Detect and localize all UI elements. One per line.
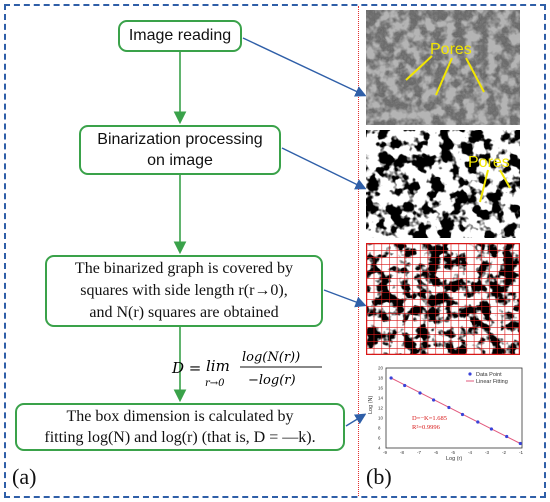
data-point bbox=[389, 376, 393, 380]
panel-divider bbox=[358, 6, 359, 496]
panel-label-a: (a) bbox=[12, 464, 37, 489]
binary-image: Pores bbox=[366, 130, 520, 238]
data-point bbox=[489, 427, 493, 431]
x-tick-label: -8 bbox=[400, 450, 404, 455]
sem-pore-arrow-2 bbox=[435, 57, 453, 96]
x-tick-label: -6 bbox=[434, 450, 438, 455]
legend-line-label: Linear Fitting bbox=[476, 379, 508, 385]
arrow-to-sem bbox=[242, 37, 367, 97]
y-tick-label: 4 bbox=[378, 446, 381, 451]
data-point bbox=[432, 398, 436, 402]
step2-line2: on image bbox=[147, 152, 213, 169]
outer-frame bbox=[4, 4, 546, 498]
arrow-to-grid bbox=[323, 289, 367, 308]
data-point bbox=[460, 412, 465, 417]
data-point bbox=[505, 434, 509, 439]
y-tick-label: 6 bbox=[378, 436, 381, 441]
fit-plot-ticks: -9 -8 -7 -6 -5 -4 -3 -2 -1 4 6 8 10 12 14 16 18 20 bbox=[378, 366, 523, 456]
formula-lhs: D = bbox=[171, 359, 201, 377]
y-tick-label: 14 bbox=[378, 396, 384, 401]
sem-pore-arrow-1 bbox=[405, 55, 433, 81]
step-box-dimension: The box dimension is calculated by fitti… bbox=[15, 403, 345, 451]
step4-line2: fitting log(N) and log(r) (that is, D = … bbox=[44, 429, 316, 446]
binary-pore-arrow-2 bbox=[499, 169, 511, 189]
panel-label-b: (b) bbox=[366, 464, 392, 489]
plot-area bbox=[385, 367, 523, 449]
step2-line1: Binarization processing bbox=[97, 131, 263, 148]
data-point bbox=[518, 441, 522, 446]
step3-line2: squares with side length r(r→0), bbox=[80, 282, 288, 299]
sem-pores-label: Pores bbox=[430, 41, 472, 58]
y-tick-label: 10 bbox=[378, 416, 384, 421]
formula-denominator: −log(r) bbox=[248, 373, 296, 388]
legend-point-label: Data Point bbox=[476, 372, 502, 378]
linear-fit-line bbox=[390, 377, 521, 444]
step-binarization: Binarization processing on image bbox=[79, 125, 281, 175]
x-tick-label: -7 bbox=[417, 450, 421, 455]
step4-line1: The box dimension is calculated by bbox=[66, 408, 294, 425]
y-tick-label: 18 bbox=[378, 376, 384, 381]
fit-plot-points bbox=[389, 376, 522, 446]
x-tick-label: -9 bbox=[383, 450, 387, 455]
data-point bbox=[418, 391, 422, 395]
fit-plot: -9 -8 -7 -6 -5 -4 -3 -2 -1 4 6 8 10 12 14 16 18 20 Data P… bbox=[366, 362, 530, 462]
arrow-to-binary bbox=[281, 147, 367, 190]
y-tick-label: 8 bbox=[378, 426, 381, 431]
x-tick-label: -2 bbox=[502, 450, 506, 455]
data-point bbox=[476, 420, 480, 424]
x-tick-label: -1 bbox=[519, 450, 523, 455]
data-point bbox=[447, 405, 451, 410]
y-tick-label: 12 bbox=[378, 406, 384, 411]
x-tick-label: -3 bbox=[485, 450, 489, 455]
legend-point-marker bbox=[468, 372, 472, 376]
x-tick-label: -5 bbox=[451, 450, 455, 455]
x-tick-label: -4 bbox=[468, 450, 472, 455]
formula-numerator: log(N(r)) bbox=[242, 350, 300, 365]
step-image-reading: Image reading bbox=[118, 20, 242, 52]
fit-r-squared: R²=0.9996 bbox=[412, 424, 441, 431]
data-point bbox=[403, 383, 407, 388]
y-tick-label: 20 bbox=[378, 366, 384, 371]
binary-pores-label: Pores bbox=[468, 154, 510, 171]
grid-covered-image bbox=[366, 243, 520, 355]
step3-line3: and N(r) squares are obtained bbox=[89, 304, 279, 321]
y-tick-label: 16 bbox=[378, 386, 384, 391]
arrow-to-plot bbox=[345, 413, 367, 427]
step1-text: Image reading bbox=[128, 27, 232, 44]
box-dimension-formula: D = lim r→0 log(N(r)) −log(r) bbox=[171, 350, 322, 389]
x-axis-label: Log (r) bbox=[446, 456, 462, 462]
sem-image: Pores bbox=[366, 10, 520, 125]
step3-line1: The binarized graph is covered by bbox=[74, 260, 294, 277]
fit-equation: D=−K=1.685 bbox=[412, 415, 447, 422]
binary-pore-arrow-1 bbox=[479, 169, 489, 203]
formula-lim: lim bbox=[206, 357, 230, 375]
step-box-covering: The binarized graph is covered by square… bbox=[45, 255, 323, 327]
sem-pore-arrow-3 bbox=[465, 57, 485, 93]
formula-lim-sub: r→0 bbox=[205, 378, 225, 389]
y-axis-label: Log (N) bbox=[368, 395, 374, 414]
